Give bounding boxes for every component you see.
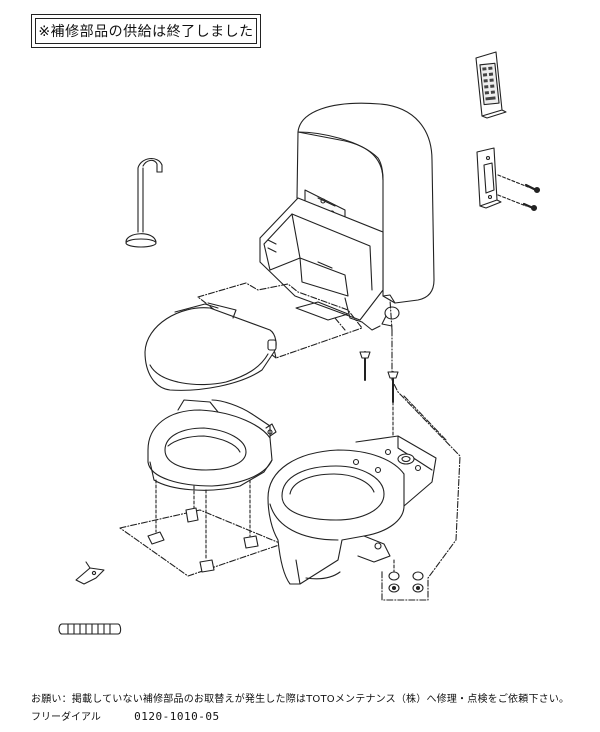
parts-notice-text: ※補修部品の供給は終了しました [35, 18, 257, 44]
seat-lid [144, 302, 277, 391]
tank-bolts [359, 351, 399, 437]
freedial-label: フリーダイアル [31, 712, 101, 723]
flange-bracket [75, 561, 105, 585]
freedial-number: 0120-1010-05 [134, 710, 220, 723]
toilet-bowl [267, 435, 437, 585]
toilet-tank-unit [259, 102, 435, 331]
remote-wall-bracket [476, 147, 502, 209]
water-supply-path [381, 299, 461, 601]
freedial-line: フリーダイアル 0120-1010-05 [31, 708, 220, 723]
spray-handle [125, 158, 163, 248]
seat-hardware-plate [119, 479, 283, 577]
floor-nuts [388, 559, 424, 593]
seat-ring [147, 399, 277, 491]
bracket-screws [497, 174, 541, 212]
remote-control [475, 51, 507, 119]
parts-notice-box: ※補修部品の供給は終了しました [31, 14, 261, 48]
repair-request-note: お願い：掲載していない補修部品のお取替えが発生した際はTOTOメンテナンス（株）… [31, 694, 570, 705]
anchor-sleeve [58, 623, 122, 635]
